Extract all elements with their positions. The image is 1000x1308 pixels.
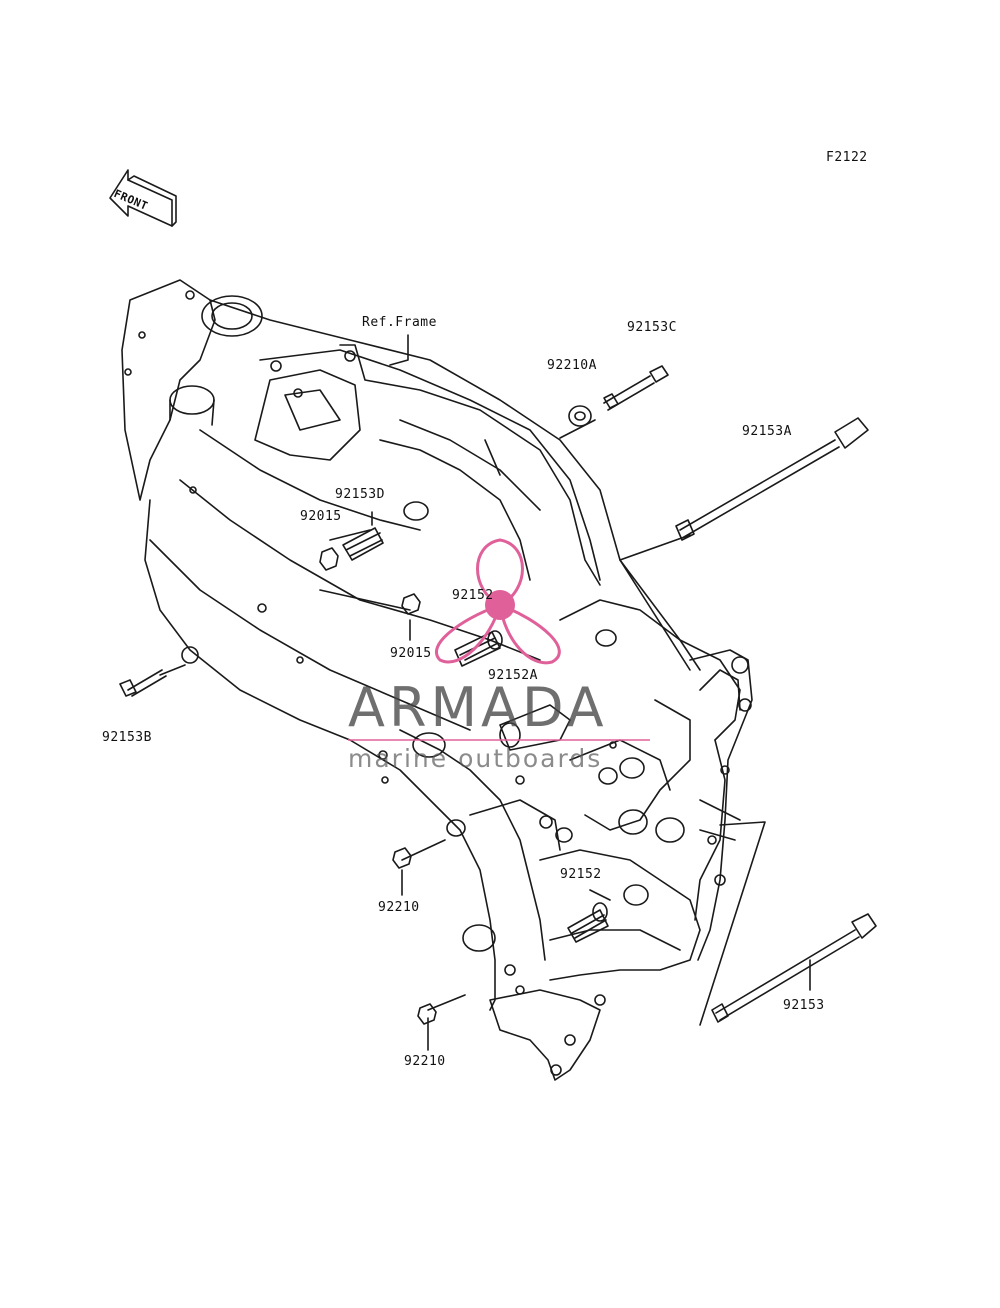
part-label-92210A[interactable]: 92210A xyxy=(547,358,597,373)
watermark-logo-icon xyxy=(435,538,561,665)
watermark-subtitle: marine outboards xyxy=(348,744,603,773)
part-label-92153B[interactable]: 92153B xyxy=(102,730,152,745)
part-label-92153C[interactable]: 92153C xyxy=(627,320,677,335)
part-label-92153A[interactable]: 92153A xyxy=(742,424,792,439)
ref-frame-label: Ref.Frame xyxy=(362,315,437,330)
part-label-92152-lower[interactable]: 92152 xyxy=(560,867,602,882)
part-label-92210-upper[interactable]: 92210 xyxy=(378,900,420,915)
part-label-92210-lower[interactable]: 92210 xyxy=(404,1054,446,1069)
watermark-title: ARMADA xyxy=(348,676,608,739)
front-arrow-icon xyxy=(109,169,177,227)
part-label-92015-upper[interactable]: 92015 xyxy=(300,509,342,524)
part-label-92015-lower[interactable]: 92015 xyxy=(390,646,432,661)
part-label-92153D[interactable]: 92153D xyxy=(335,487,385,502)
part-label-92152A[interactable]: 92152A xyxy=(488,668,538,683)
part-label-92152-upper[interactable]: 92152 xyxy=(452,588,494,603)
figure-code: F2122 xyxy=(826,150,868,165)
part-label-92153[interactable]: 92153 xyxy=(783,998,825,1013)
